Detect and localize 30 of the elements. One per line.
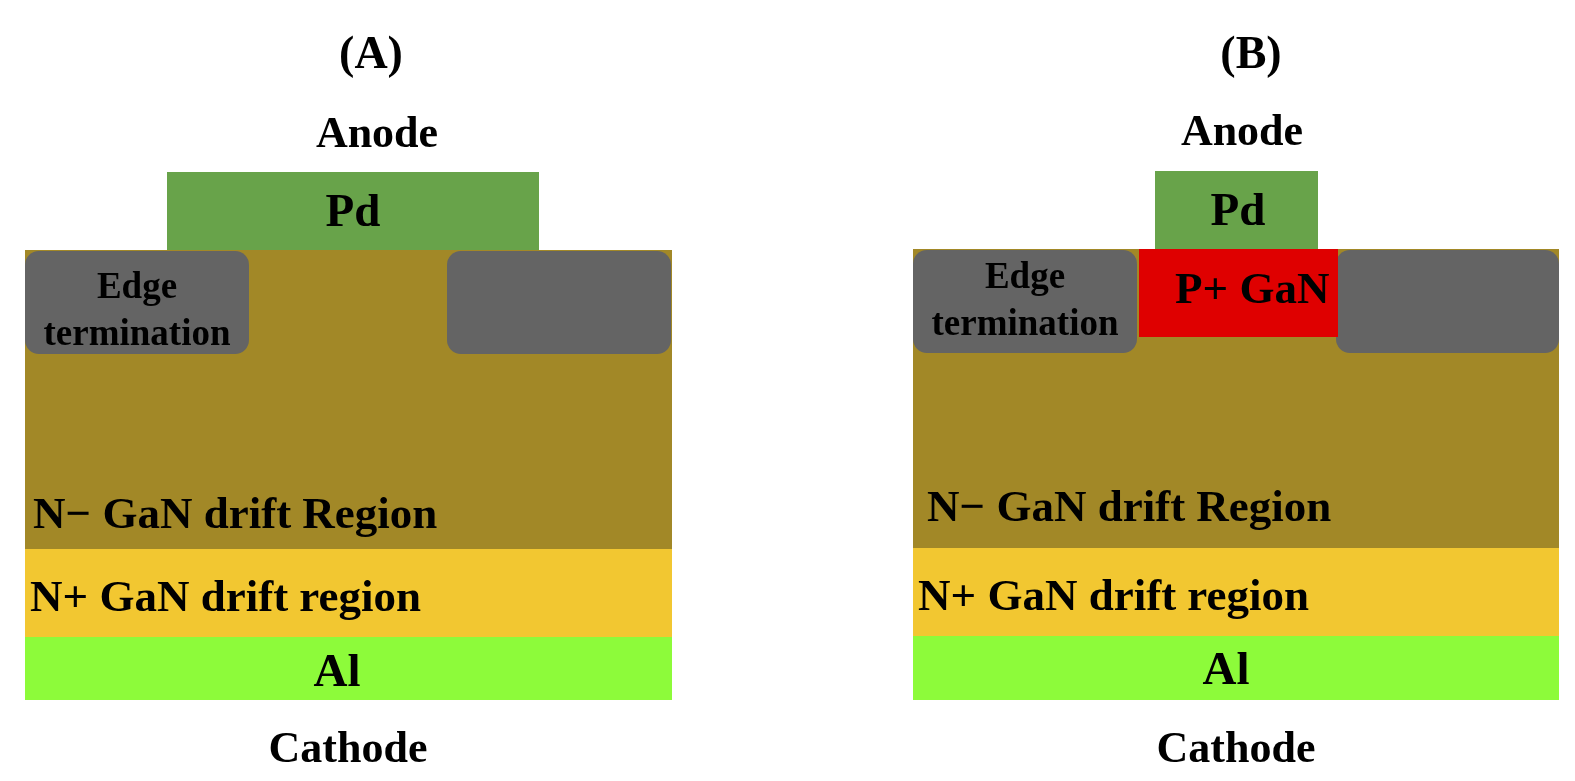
metal-contact-layer <box>25 637 672 700</box>
layer-label: N+ GaN drift region <box>918 572 1310 618</box>
edge-termination-block <box>913 250 1137 353</box>
metal-contact-layer <box>913 636 1559 700</box>
layer-label: Pd <box>1210 185 1266 233</box>
metal-contact-layer <box>167 172 539 250</box>
n-plus-layer <box>913 548 1559 636</box>
layer-label: N+ GaN drift region <box>30 573 422 619</box>
layer-label: N− GaN drift Region <box>927 483 1332 529</box>
layer-label: Pd <box>325 186 381 234</box>
panel-label: (B) <box>1220 30 1282 76</box>
panel-label: (A) <box>339 30 403 76</box>
edge-termination-block <box>1336 250 1559 353</box>
layer-label: P+ GaN <box>1175 265 1330 311</box>
drift-region-layer <box>25 250 672 549</box>
layer-label: Edge termination <box>930 253 1120 345</box>
terminal-label: Cathode <box>1156 726 1316 770</box>
terminal-label: Anode <box>315 111 439 155</box>
terminal-label: Cathode <box>268 726 428 770</box>
layer-label: Al <box>1202 644 1250 692</box>
layer-label: Edge termination <box>42 263 232 355</box>
terminal-label: Anode <box>1180 109 1304 153</box>
drift-region-layer <box>913 249 1559 548</box>
layer-label: Al <box>313 646 361 694</box>
layer-label: N− GaN drift Region <box>33 490 438 536</box>
edge-termination-block <box>25 251 249 354</box>
edge-termination-block <box>447 251 671 354</box>
metal-contact-layer <box>1155 171 1318 249</box>
n-plus-layer <box>25 549 672 637</box>
p-gan-region <box>1139 249 1338 337</box>
